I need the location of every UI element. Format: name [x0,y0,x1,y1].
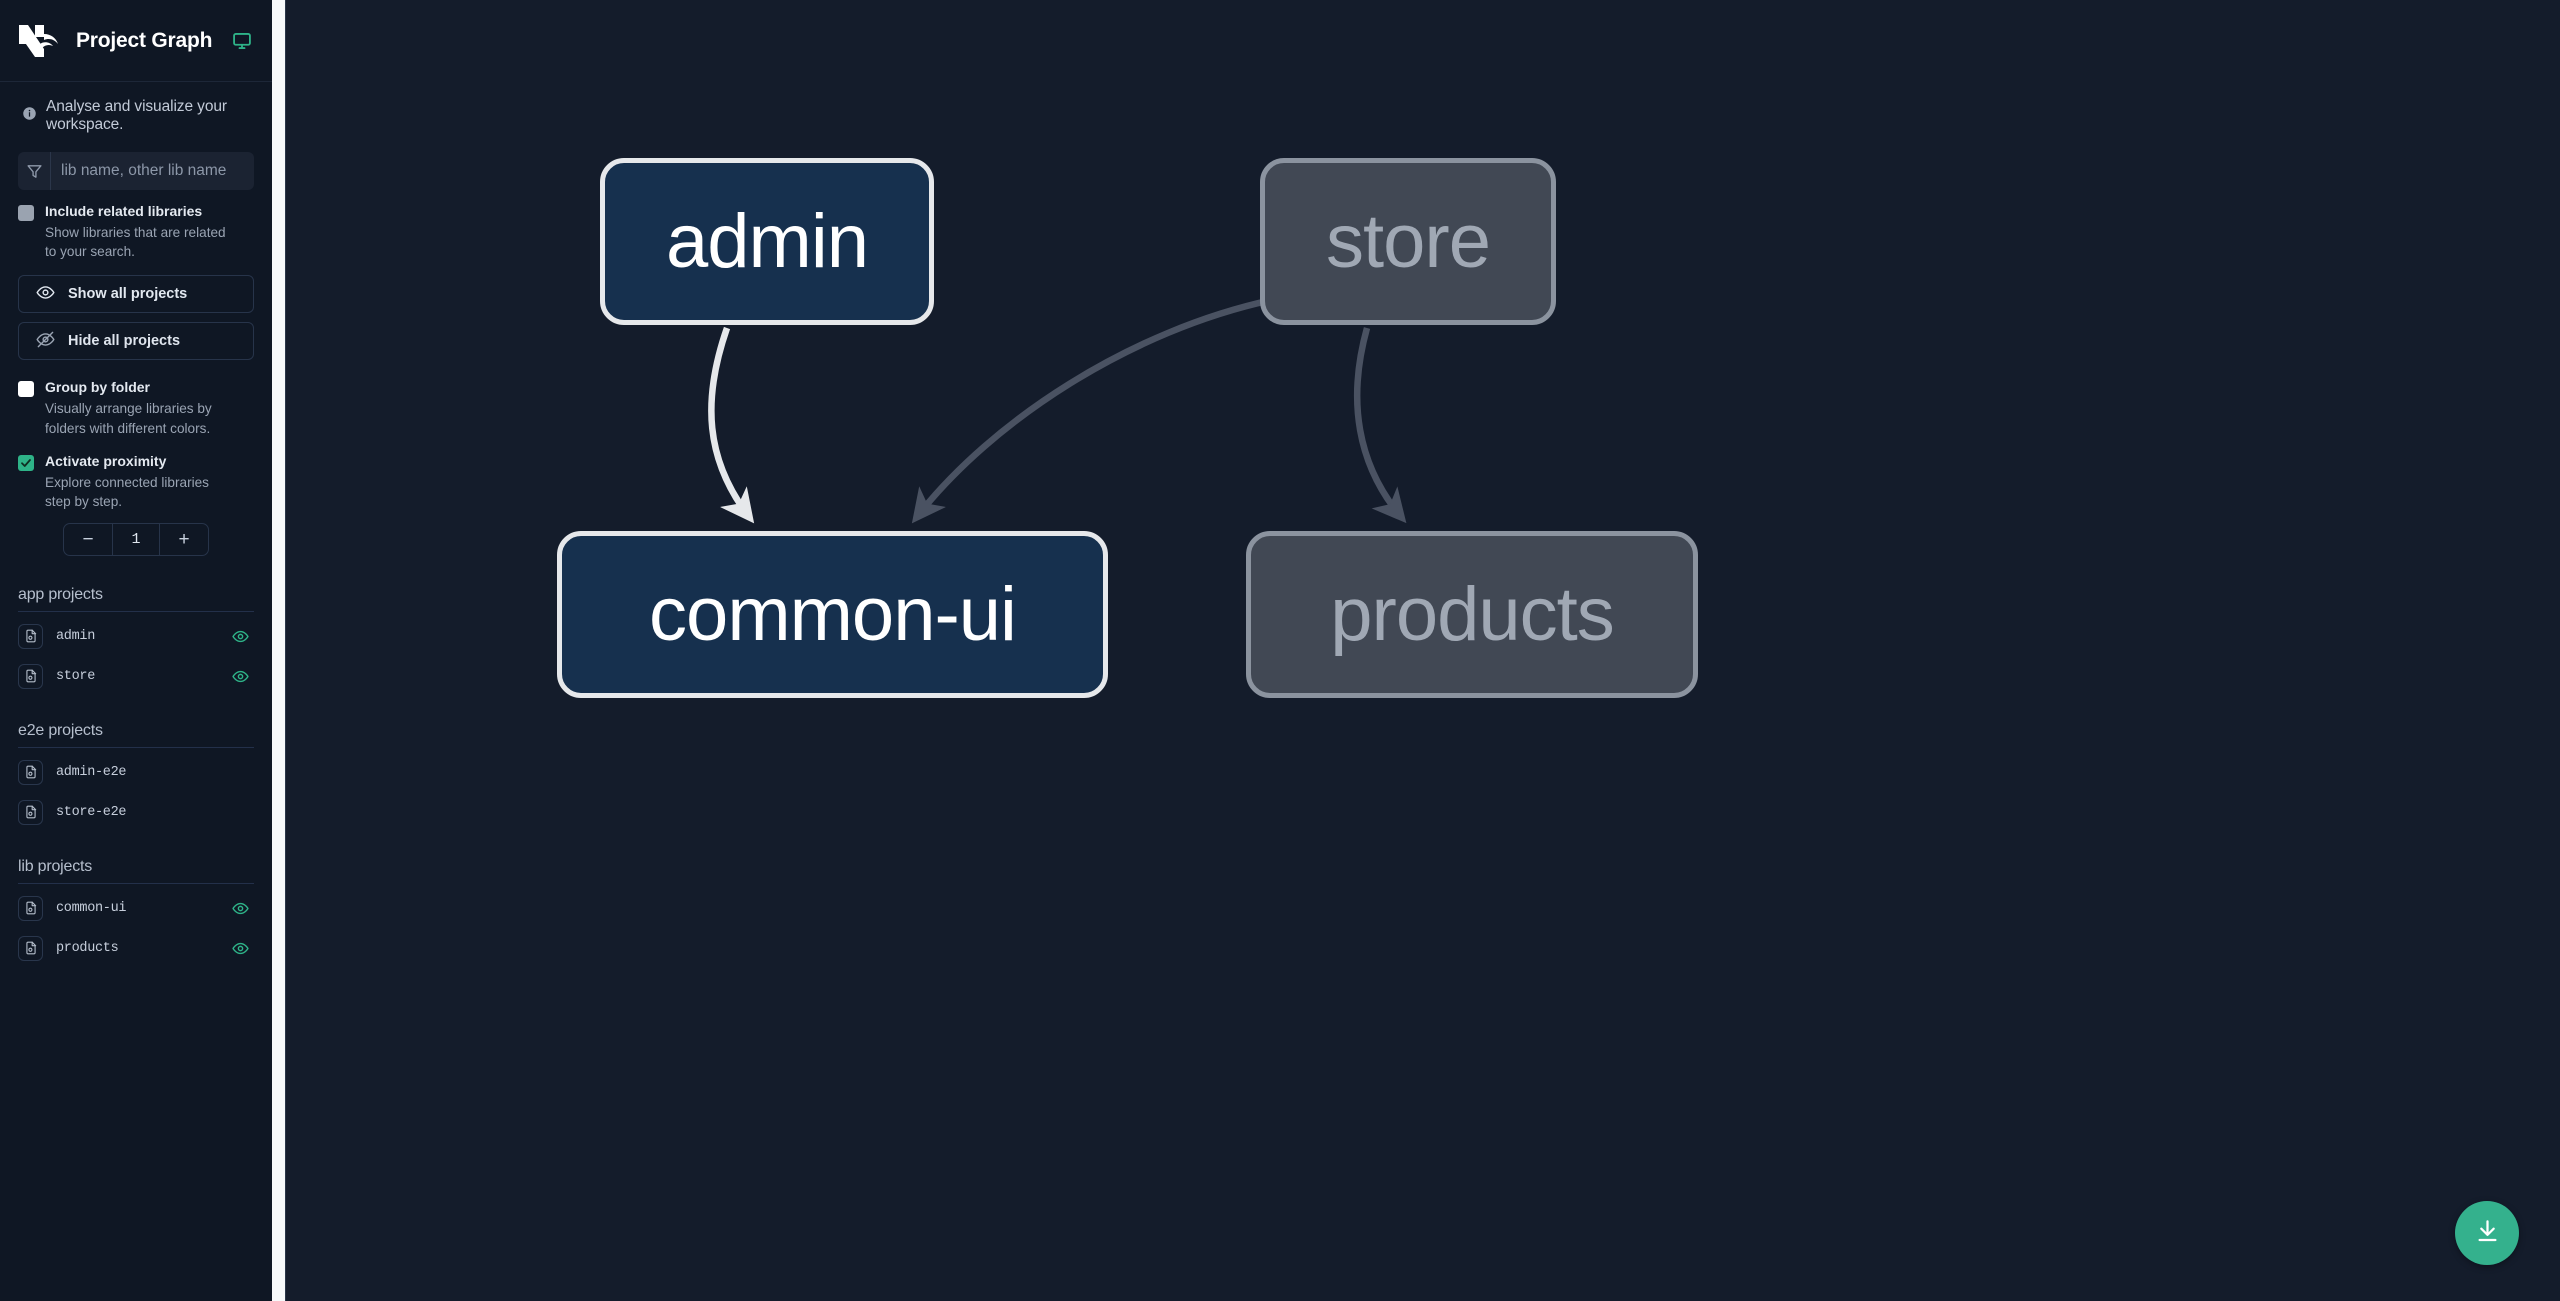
show-all-projects-button[interactable]: Show all projects [18,275,254,314]
search-wrap [0,144,272,190]
download-icon [2474,1218,2501,1248]
sidebar-resize-handle[interactable] [272,0,285,1301]
monitor-icon[interactable] [232,31,252,51]
option-activate-proximity[interactable]: Activate proximity Explore connected lib… [0,438,272,511]
graph-node-label: products [1330,572,1614,657]
option-title: Group by folder [45,379,150,396]
graph-node-admin[interactable]: admin [600,158,934,325]
project-file-icon [18,895,43,921]
sidebar: Project Graph Analyse and visualize your… [0,0,272,1301]
graph-node-label: admin [666,199,869,284]
checkbox-activate-proximity[interactable] [18,454,34,471]
option-title: Activate proximity [45,452,167,469]
search-input[interactable] [51,152,254,190]
eye-icon [36,283,55,305]
proximity-increment-button[interactable]: + [160,524,208,555]
project-name: admin-e2e [56,764,127,780]
eye-off-icon [36,330,55,352]
checkbox-include-related-libraries[interactable] [18,205,34,221]
graph-node-common-ui[interactable]: common-ui [557,531,1108,698]
project-name: store [56,668,96,684]
proximity-value: 1 [112,524,160,556]
eye-icon[interactable] [230,668,250,685]
project-file-icon [18,623,43,649]
sidebar-divider [285,0,286,1301]
option-title: Include related libraries [45,203,203,219]
project-name: store-e2e [56,804,127,820]
list-item[interactable]: admin-e2e [18,752,254,792]
eye-icon[interactable] [230,628,250,645]
proximity-stepper: − 1 + [63,523,209,557]
proximity-decrement-button[interactable]: − [64,524,112,555]
hide-all-projects-label: Hide all projects [68,333,181,350]
app-title: Project Graph [76,28,213,52]
list-item[interactable]: admin [18,616,254,656]
checkbox-group-by-folder[interactable] [18,381,34,398]
list-item[interactable]: products [18,928,254,968]
graph-node-store[interactable]: store [1260,158,1556,325]
option-group-by-folder[interactable]: Group by folder Visually arrange librari… [0,360,272,437]
list-item[interactable]: store-e2e [18,792,254,832]
hide-all-projects-button[interactable]: Hide all projects [18,322,254,361]
graph-node-label: store [1326,199,1491,284]
list-item[interactable]: store [18,656,254,696]
project-file-icon [18,799,43,825]
edge-admin-to-common-ui [708,326,755,524]
project-name: common-ui [56,900,127,916]
group-title: lib projects [18,858,254,885]
project-name: products [56,940,119,956]
project-lists: app projects admin [0,556,272,1301]
tagline: Analyse and visualize your workspace. [0,82,272,144]
project-file-icon [18,663,43,689]
group-title: app projects [18,586,254,613]
search-box[interactable] [18,152,254,190]
graph-node-products[interactable]: products [1246,531,1698,698]
eye-icon[interactable] [230,940,250,957]
project-group-lib: lib projects common-ui [18,858,254,968]
eye-icon[interactable] [230,900,250,917]
proximity-stepper-wrap: − 1 + [0,511,272,557]
visibility-buttons: Show all projects Hide all projects [0,261,272,361]
nx-logo-icon [18,21,62,61]
list-item[interactable]: common-ui [18,888,254,928]
sidebar-header: Project Graph [0,0,272,82]
option-desc: Show libraries that are related to your … [45,224,226,260]
filter-icon[interactable] [18,152,51,190]
graph-canvas[interactable]: admin store common-ui products [272,0,2560,1301]
info-icon [22,106,37,126]
edge-store-to-products [1353,327,1407,524]
option-desc: Explore connected libraries step by step… [45,474,209,510]
option-include-related-libraries[interactable]: Include related libraries Show libraries… [0,190,272,261]
project-name: admin [56,628,96,644]
group-title: e2e projects [18,722,254,749]
download-button[interactable] [2455,1201,2519,1265]
show-all-projects-label: Show all projects [68,286,188,303]
tagline-text: Analyse and visualize your workspace. [46,98,227,133]
edge-store-to-common-ui [911,296,1273,524]
project-file-icon [18,935,43,961]
option-desc: Visually arrange libraries by folders wi… [45,401,212,436]
graph-node-label: common-ui [649,572,1017,657]
project-group-e2e: e2e projects admin-e2e [18,722,254,832]
project-file-icon [18,759,43,785]
graph-edges [708,296,1407,524]
project-group-app: app projects admin [18,586,254,696]
